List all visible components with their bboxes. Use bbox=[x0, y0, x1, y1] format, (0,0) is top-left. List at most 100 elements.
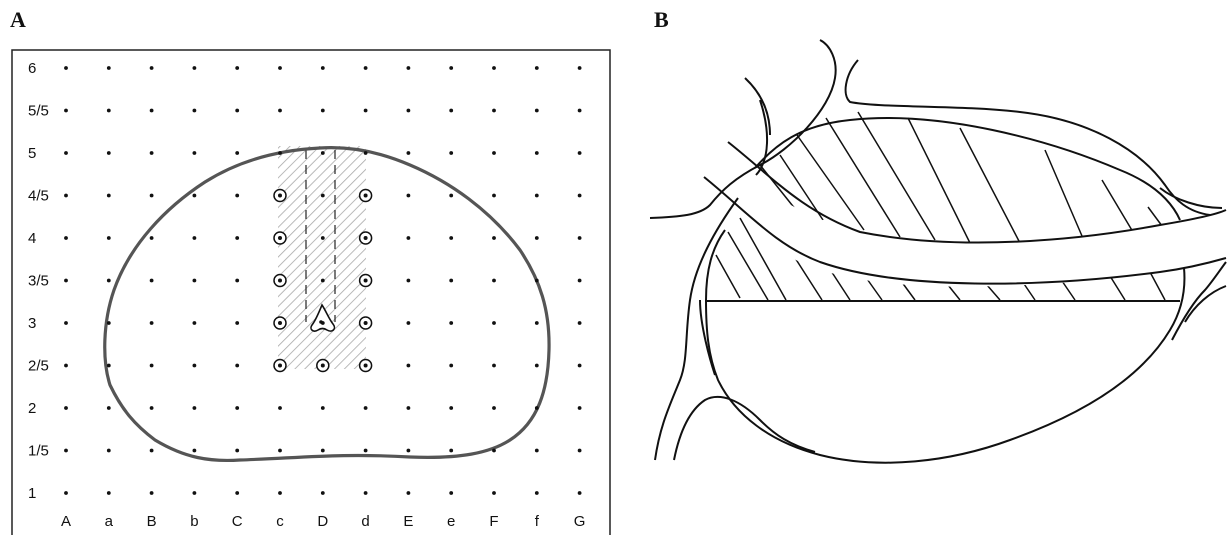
grid-dot bbox=[363, 66, 368, 70]
grid-dot bbox=[149, 321, 154, 325]
grid-dot bbox=[534, 321, 539, 325]
strand-upper-right bbox=[844, 59, 1211, 216]
grid-dot bbox=[106, 363, 111, 368]
column-label: d bbox=[361, 513, 369, 530]
row-label: 3 bbox=[28, 315, 36, 332]
grid-dot bbox=[235, 406, 240, 410]
column-label: D bbox=[317, 513, 328, 530]
grid-dot bbox=[534, 236, 539, 240]
grid-dot bbox=[320, 66, 325, 70]
grid-dot bbox=[235, 491, 240, 495]
grid-dot bbox=[320, 448, 325, 453]
grid-dot bbox=[149, 363, 154, 368]
grid-dot bbox=[406, 193, 411, 198]
column-label: E bbox=[403, 513, 413, 530]
grid-dot bbox=[192, 193, 197, 198]
grid-dot bbox=[106, 491, 111, 495]
grid-dot bbox=[406, 363, 411, 368]
grid-dot bbox=[192, 448, 197, 453]
grid-dot bbox=[363, 151, 368, 155]
grid-dot bbox=[64, 236, 68, 240]
grid-dot bbox=[492, 448, 496, 453]
grid-dot bbox=[192, 321, 197, 325]
grid-dot bbox=[449, 278, 454, 283]
strand-left-descending bbox=[654, 197, 739, 461]
row-labels: 65/554/543/532/521/51 bbox=[28, 60, 49, 502]
row-label: 5 bbox=[28, 145, 36, 162]
grid-dot bbox=[192, 363, 197, 368]
grid-dot bbox=[534, 66, 539, 70]
grid-dot bbox=[149, 151, 154, 155]
grid-dot bbox=[449, 363, 454, 368]
vessel-fill bbox=[698, 162, 1226, 287]
circled-marker-center bbox=[278, 363, 282, 368]
strand-right-branch bbox=[1159, 187, 1223, 209]
vessel-lower-edge bbox=[703, 176, 1227, 285]
grid-dot bbox=[534, 278, 539, 283]
grid-dot bbox=[577, 406, 582, 410]
strand-right-lower-2 bbox=[1184, 285, 1227, 323]
grid-dot bbox=[449, 108, 454, 113]
grid-dot bbox=[406, 448, 411, 453]
grid-dot bbox=[64, 363, 68, 368]
circled-marker-center bbox=[363, 193, 368, 198]
lobe-lower-outline bbox=[704, 229, 1186, 464]
grid-dot bbox=[406, 321, 411, 325]
grid-dot bbox=[235, 151, 240, 155]
strand-left-inner bbox=[699, 299, 716, 376]
grid-dot bbox=[235, 236, 240, 240]
grid-dot bbox=[449, 151, 454, 155]
circled-marker-center bbox=[363, 321, 368, 325]
grid-dot bbox=[534, 448, 539, 453]
grid-dot bbox=[449, 406, 454, 410]
panel-a-label: A bbox=[10, 7, 26, 32]
grid-dot bbox=[106, 236, 111, 240]
grid-dot bbox=[235, 363, 240, 368]
circled-marker-center bbox=[320, 363, 325, 368]
grid-dot bbox=[577, 321, 582, 325]
grid-dot bbox=[534, 108, 539, 113]
grid-dot bbox=[106, 108, 111, 113]
grid-dot bbox=[492, 151, 496, 155]
grid-dot bbox=[577, 66, 582, 70]
column-label: A bbox=[61, 513, 71, 530]
grid-dot bbox=[64, 448, 68, 453]
column-label: c bbox=[276, 513, 284, 530]
column-label: e bbox=[447, 513, 455, 530]
grid-dot bbox=[278, 108, 282, 113]
row-label: 1 bbox=[28, 485, 36, 502]
grid-dot bbox=[149, 278, 154, 283]
grid-dot bbox=[192, 236, 197, 240]
hatched-band bbox=[278, 146, 366, 369]
grid-dot bbox=[106, 66, 111, 70]
circled-marker-center bbox=[278, 321, 282, 325]
grid-dot bbox=[235, 448, 240, 453]
grid-dot bbox=[235, 108, 240, 113]
row-label: 2 bbox=[28, 400, 36, 417]
grid-dot bbox=[278, 66, 282, 70]
grid-dot bbox=[64, 193, 68, 198]
grid-frame bbox=[11, 49, 611, 535]
panel-b: B bbox=[649, 7, 1227, 464]
grid-dot bbox=[192, 406, 197, 410]
strand-upper-left bbox=[649, 39, 837, 219]
column-label: C bbox=[232, 513, 243, 530]
grid-dot bbox=[192, 151, 197, 155]
grid-dot bbox=[492, 278, 496, 283]
row-label: 5/5 bbox=[28, 103, 49, 120]
grid-dot bbox=[492, 108, 496, 113]
column-label: a bbox=[105, 513, 114, 530]
grid-dot bbox=[577, 108, 582, 113]
column-label: b bbox=[190, 513, 198, 530]
grid-dot bbox=[149, 108, 154, 113]
grid-dot bbox=[235, 278, 240, 283]
vessel-upper-edge bbox=[727, 141, 1227, 244]
grid-dot bbox=[406, 278, 411, 283]
grid-dot bbox=[449, 491, 454, 495]
grid-dot bbox=[492, 363, 496, 368]
row-label: 4 bbox=[28, 230, 36, 247]
grid-dot bbox=[406, 236, 411, 240]
grid-dot bbox=[577, 278, 582, 283]
grid-dot bbox=[149, 491, 154, 495]
